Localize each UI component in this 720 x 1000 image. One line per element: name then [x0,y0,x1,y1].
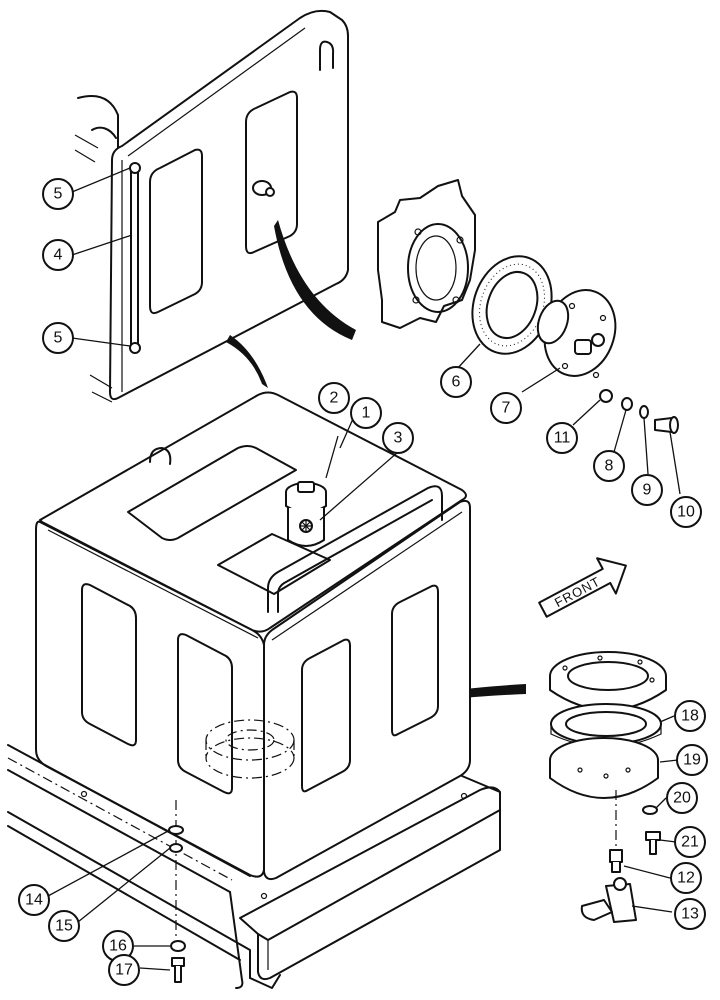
suction-flange-group [549,651,667,923]
callout-3: 3 [382,422,414,454]
hydraulic-tank-body [35,391,471,881]
reservoir-cover-panel [74,9,349,403]
assembly-arrow-strainer [274,220,356,340]
callout-10: 10 [670,496,702,528]
callout-8: 8 [593,450,625,482]
svg-text:12: 12 [677,870,695,887]
callout-2: 2 [318,382,350,414]
svg-text:10: 10 [677,504,695,521]
svg-text:7: 7 [502,400,511,417]
svg-text:17: 17 [115,962,133,979]
callout-15: 15 [48,910,80,942]
callout-5a: 5 [42,178,74,210]
leader-lines [47,167,681,971]
svg-text:11: 11 [554,430,571,447]
svg-text:6: 6 [452,374,461,391]
callout-4: 4 [42,239,74,271]
filler-breather-cap [285,481,327,547]
svg-text:8: 8 [605,458,614,475]
front-direction-arrow: FRONT [538,557,627,618]
callout-13: 13 [674,898,706,930]
callout-19: 19 [676,744,708,776]
svg-text:3: 3 [394,430,403,447]
svg-text:18: 18 [681,708,699,725]
svg-text:13: 13 [681,906,699,923]
svg-text:15: 15 [55,918,73,935]
callout-11: 11 [546,422,578,454]
svg-text:16: 16 [109,938,127,955]
mounting-frame [7,744,501,989]
strainer-flange-group [377,179,617,379]
tank-mount-hardware [168,825,186,983]
callout-18: 18 [674,700,706,732]
callout-7: 7 [490,392,522,424]
svg-text:5: 5 [54,186,63,203]
svg-text:4: 4 [54,247,63,264]
svg-text:20: 20 [673,790,691,807]
callout-6: 6 [440,366,472,398]
callout-17: 17 [108,954,140,986]
svg-text:21: 21 [681,834,699,851]
callout-5b: 5 [42,322,74,354]
svg-text:19: 19 [683,752,701,769]
svg-text:2: 2 [330,390,339,407]
callout-20: 20 [666,782,698,814]
assembly-arrow-panel [226,335,268,388]
strainer-hardware [599,389,679,434]
callout-14: 14 [18,884,50,916]
svg-text:9: 9 [643,482,652,499]
svg-text:5: 5 [54,330,63,347]
svg-text:14: 14 [25,892,43,909]
callout-1: 1 [350,397,382,429]
svg-text:1: 1 [362,405,371,422]
callout-12: 12 [670,862,702,894]
callout-9: 9 [631,474,663,506]
callout-21: 21 [674,826,706,858]
